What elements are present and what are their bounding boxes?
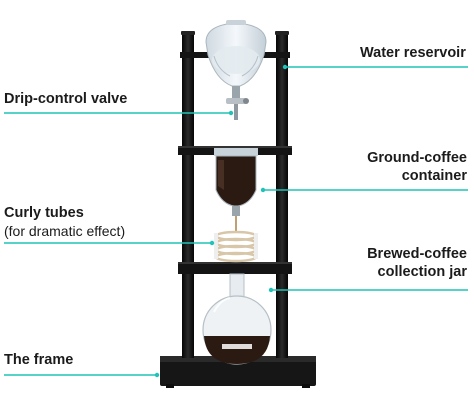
label-brewed-coffee-line1: Brewed-coffee — [367, 246, 467, 262]
label-ground-coffee: Ground-coffee container — [367, 149, 467, 185]
label-drip-valve-text: Drip-control valve — [4, 91, 128, 107]
label-curly-tubes: Curly tubes (for dramatic effect) — [4, 204, 125, 240]
collection-jar — [202, 273, 272, 365]
label-brewed-coffee-line2: collection jar — [377, 264, 467, 280]
label-drip-valve: Drip-control valve — [4, 90, 127, 108]
label-ground-coffee-line2: container — [401, 168, 467, 184]
ground-coffee-container — [214, 148, 258, 216]
leader-lines — [4, 64, 468, 378]
label-water-reservoir: Water reservoir — [360, 44, 466, 62]
curly-tubes — [214, 216, 258, 263]
label-water-reservoir-text: Water reservoir — [360, 45, 466, 61]
label-frame: The frame — [4, 351, 73, 369]
label-brewed-coffee: Brewed-coffee collection jar — [367, 245, 467, 281]
water-reservoir-globe — [205, 20, 267, 87]
label-frame-text: The frame — [4, 352, 74, 368]
drip-valve — [226, 86, 249, 120]
label-curly-tubes-line1: Curly tubes — [4, 205, 84, 221]
label-ground-coffee-line1: Ground-coffee — [367, 150, 467, 166]
label-curly-tubes-line2: (for dramatic effect) — [4, 223, 126, 239]
